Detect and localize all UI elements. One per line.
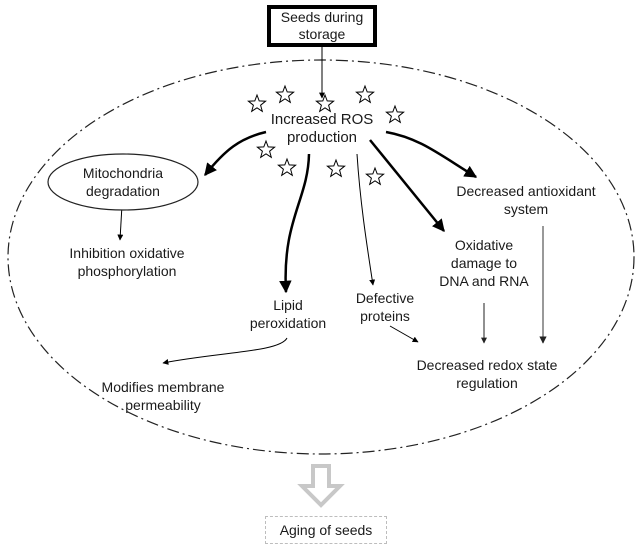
inhibition-line-1: Inhibition oxidative: [69, 245, 185, 261]
oxidative-damage-label: Oxidative damage to DNA and RNA: [439, 236, 528, 290]
antioxidant-line-1: Decreased antioxidant: [456, 183, 596, 199]
redox-line-2: regulation: [456, 375, 518, 391]
mitochondria-label: Mitochondria degradation: [83, 164, 163, 200]
defective-line-2: proteins: [360, 308, 410, 324]
redox-line-1: Decreased redox state: [416, 357, 558, 373]
edge-ros-to-lipid: [279, 153, 311, 294]
mitochondria-ellipse: [47, 153, 199, 211]
ros-line-2: production: [286, 129, 358, 146]
defective-proteins-label: Defective proteins: [356, 289, 414, 325]
seeds-during-storage-box: Seeds during storage: [267, 5, 377, 47]
edge-ros-to-oxidative: [369, 139, 445, 232]
ros-star-icon: [275, 84, 295, 104]
edge-ros-to-mitochondria: [204, 130, 267, 176]
seeds-label-line-1: Seeds during: [280, 9, 364, 25]
aging-of-seeds-box: Aging of seeds: [265, 516, 387, 544]
lipid-line-1: Lipid: [273, 297, 303, 313]
ros-star-icon: [256, 139, 276, 159]
ros-star-icon: [326, 158, 346, 178]
redox-regulation-label: Decreased redox state regulation: [417, 356, 558, 392]
edge-mitochondria-to-inhibition: [117, 204, 124, 241]
antioxidant-line-2: system: [503, 201, 549, 217]
inhibition-line-2: phosphorylation: [77, 263, 177, 279]
membrane-line-2: permeability: [125, 397, 201, 413]
antioxidant-system-label: Decreased antioxidant system: [456, 182, 595, 218]
edge-defective-to-redox: [389, 325, 419, 343]
mito-line-1: Mitochondria: [82, 165, 164, 181]
ros-star-icon: [277, 157, 297, 177]
increased-ros-label: Increased ROS production: [271, 111, 374, 147]
membrane-permeability-label: Modifies membrane permeability: [102, 378, 225, 414]
ros-star-icon: [365, 166, 385, 186]
mito-line-2: degradation: [86, 183, 160, 199]
membrane-line-1: Modifies membrane: [101, 379, 225, 395]
seeds-label-line-2: storage: [298, 26, 346, 42]
defective-line-1: Defective: [355, 290, 415, 306]
oxidative-line-2: damage to: [450, 255, 518, 271]
edge-lipid-to-membrane: [162, 337, 288, 365]
ros-star-icon: [247, 93, 267, 113]
ros-star-icon: [385, 104, 405, 124]
ros-star-icon: [355, 84, 375, 104]
inhibition-label: Inhibition oxidative phosphorylation: [69, 244, 184, 280]
aging-label: Aging of seeds: [279, 522, 373, 538]
oxidative-line-1: Oxidative: [454, 237, 514, 253]
ros-star-icon: [315, 93, 335, 113]
edge-ros-to-defective: [356, 153, 376, 286]
ros-line-1: Increased ROS: [270, 111, 374, 128]
lipid-line-2: peroxidation: [249, 315, 327, 331]
cell-boundary: [7, 59, 635, 455]
hollow-down-arrow-icon: [297, 464, 345, 508]
oxidative-line-3: DNA and RNA: [439, 273, 529, 289]
edge-ros-to-antioxidant: [385, 130, 478, 179]
lipid-peroxidation-label: Lipid peroxidation: [250, 296, 326, 332]
